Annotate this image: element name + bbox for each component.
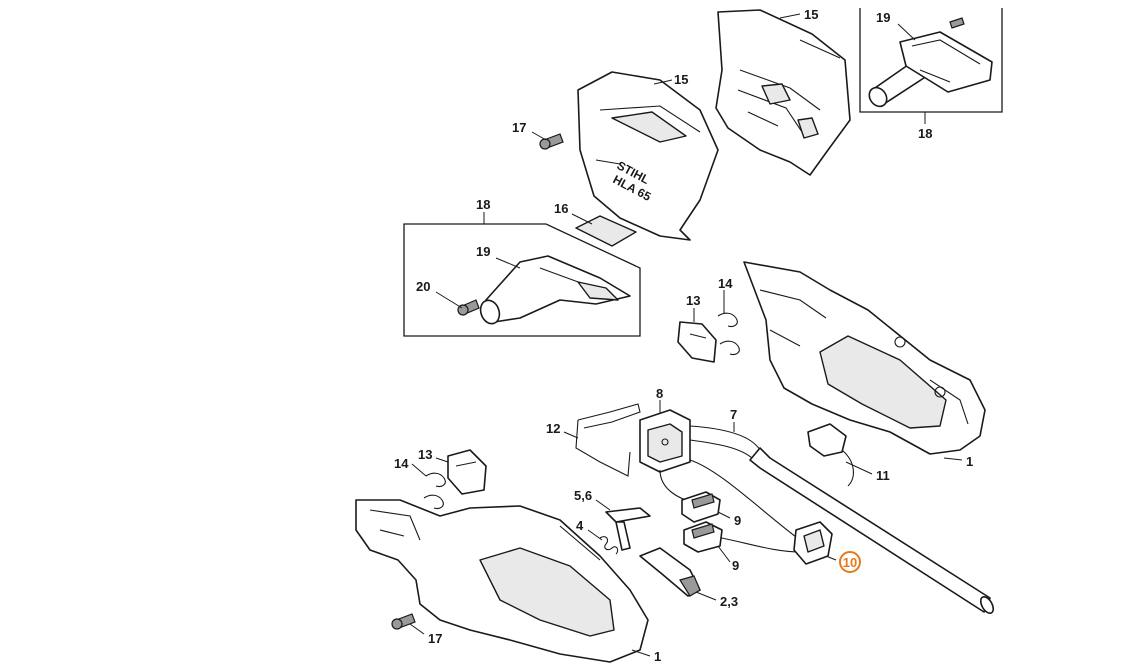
callout-5-6: 5,6 [574,488,592,503]
leader-lines [409,13,963,657]
callout-18-box: 18 [476,197,490,212]
part-7-cable [689,425,761,459]
callout-13-left: 13 [418,447,432,462]
part-17-screw-bottom [391,613,416,630]
callout-12: 12 [546,421,560,436]
callout-14-right: 14 [718,276,733,291]
part-13-bracket-right [677,321,717,363]
callout-17-bottom: 17 [428,631,442,646]
inset-box-middle-left [403,223,641,337]
callout-19-box: 19 [476,244,490,259]
callout-4: 4 [576,518,584,533]
long-tube [749,447,995,614]
callout-2-3: 2,3 [720,594,738,609]
callout-1-bottom: 1 [654,649,661,664]
part-56-slider [605,507,651,551]
inset-box-top-right [859,8,1003,113]
part-9-connector-upper [681,491,721,523]
callout-10: 10 [843,555,857,570]
part-10-contact-block [793,521,833,565]
part-1-right-housing [743,261,986,455]
callout-15-top: 15 [804,7,818,22]
callout-9-top: 9 [734,513,741,528]
part-12-wire-spring [575,403,641,477]
part-9-connector-lower [683,521,723,553]
callout-15-cover: 15 [674,72,688,87]
callout-13-right: 13 [686,293,700,308]
callout-17-top: 17 [512,120,526,135]
callout-8: 8 [656,386,663,401]
part-15-front-cover: STIHL HLA 65 [577,71,719,241]
callout-18-inset: 18 [918,126,932,141]
part-4-spring [599,536,619,555]
part-23-trigger [639,547,701,597]
callout-11: 11 [876,468,890,483]
callout-labels: 15 19 18 15 17 18 16 19 20 13 14 8 7 12 … [394,7,973,664]
part-8-switch-plate [639,409,691,473]
callout-10-highlighted: 10 [839,551,861,573]
callout-14-left: 14 [394,456,409,471]
callout-7: 7 [730,407,737,422]
part-17-screw-top [539,133,564,150]
callout-16: 16 [554,201,568,216]
part-1-left-housing [355,499,649,663]
callout-19-inset: 19 [876,10,890,25]
part-11-clip [807,423,854,487]
part-14-springs-right [717,312,740,356]
part-15-upper-shell [715,9,851,176]
callout-20: 20 [416,279,430,294]
callout-1-right: 1 [966,454,973,469]
part-13-bracket-left [447,449,487,495]
part-14-springs-left [423,472,446,510]
callout-9-bottom: 9 [732,558,739,573]
